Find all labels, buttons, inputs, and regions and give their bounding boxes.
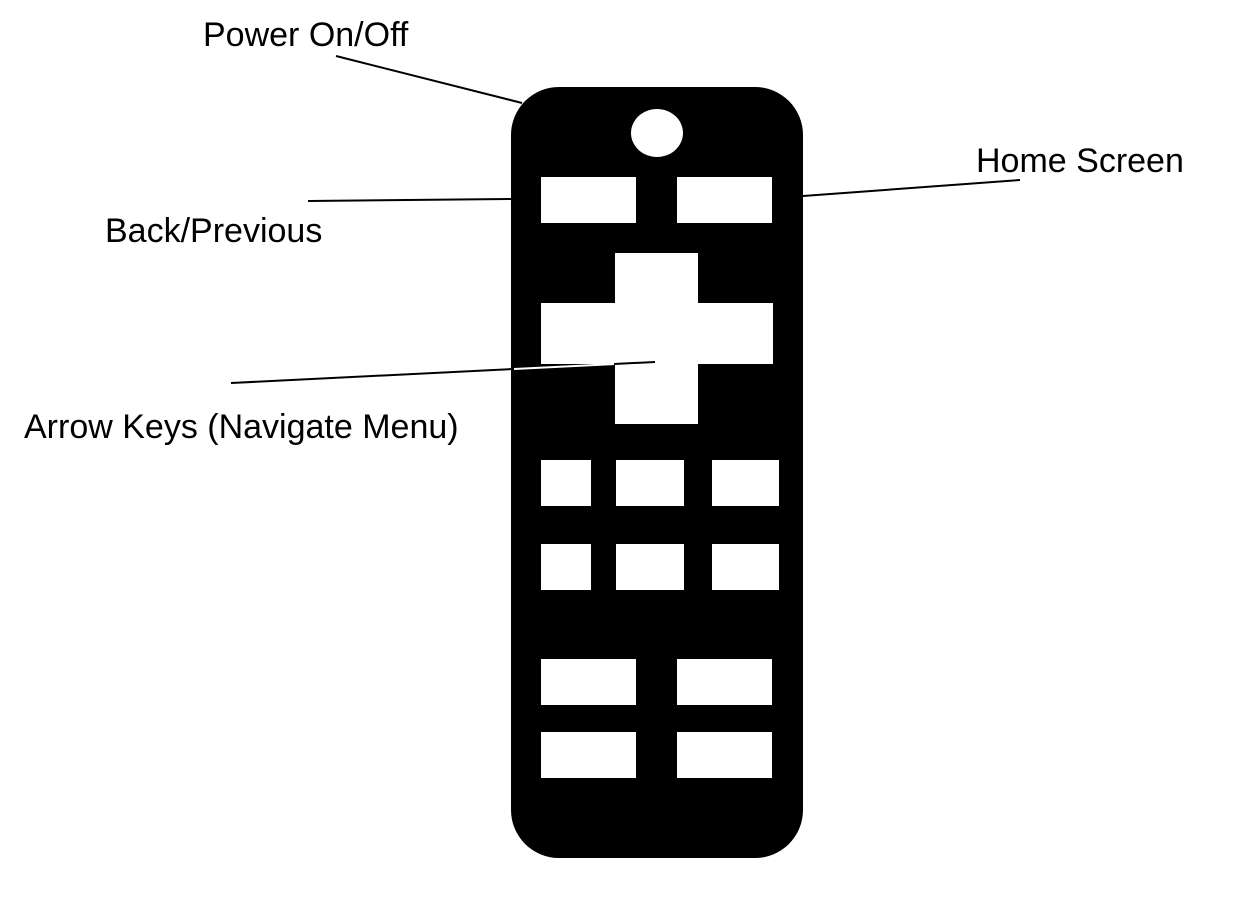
arrow-down-button[interactable]: [615, 354, 698, 424]
key-row2-middle[interactable]: [616, 544, 684, 590]
key-row1-right[interactable]: [712, 460, 779, 506]
power-leader-line: [335, 55, 523, 104]
key-row3-right[interactable]: [677, 659, 772, 705]
key-row2-right[interactable]: [712, 544, 779, 590]
arrows-label: Arrow Keys (Navigate Menu): [24, 408, 459, 446]
key-row3-left[interactable]: [541, 659, 636, 705]
power-label: Power On/Off: [203, 16, 409, 54]
back-leader-line: [307, 198, 515, 202]
home-button[interactable]: [677, 177, 772, 223]
power-button[interactable]: [631, 109, 683, 157]
arrow-keys-dpad[interactable]: [541, 253, 773, 424]
key-row4-right[interactable]: [677, 732, 772, 778]
back-button[interactable]: [541, 177, 636, 223]
arrow-left-button[interactable]: [541, 303, 626, 364]
key-row4-left[interactable]: [541, 732, 636, 778]
arrow-right-button[interactable]: [688, 303, 773, 364]
home-leader-line: [802, 179, 1021, 197]
key-row1-left[interactable]: [541, 460, 591, 506]
arrows-leader-line-inner-dark: [613, 361, 656, 365]
key-row2-left[interactable]: [541, 544, 591, 590]
arrows-leader-line-outer: [230, 368, 515, 384]
key-row1-middle[interactable]: [616, 460, 684, 506]
back-label: Back/Previous: [105, 212, 322, 250]
arrow-center-button[interactable]: [615, 303, 698, 364]
home-label: Home Screen: [976, 142, 1184, 180]
